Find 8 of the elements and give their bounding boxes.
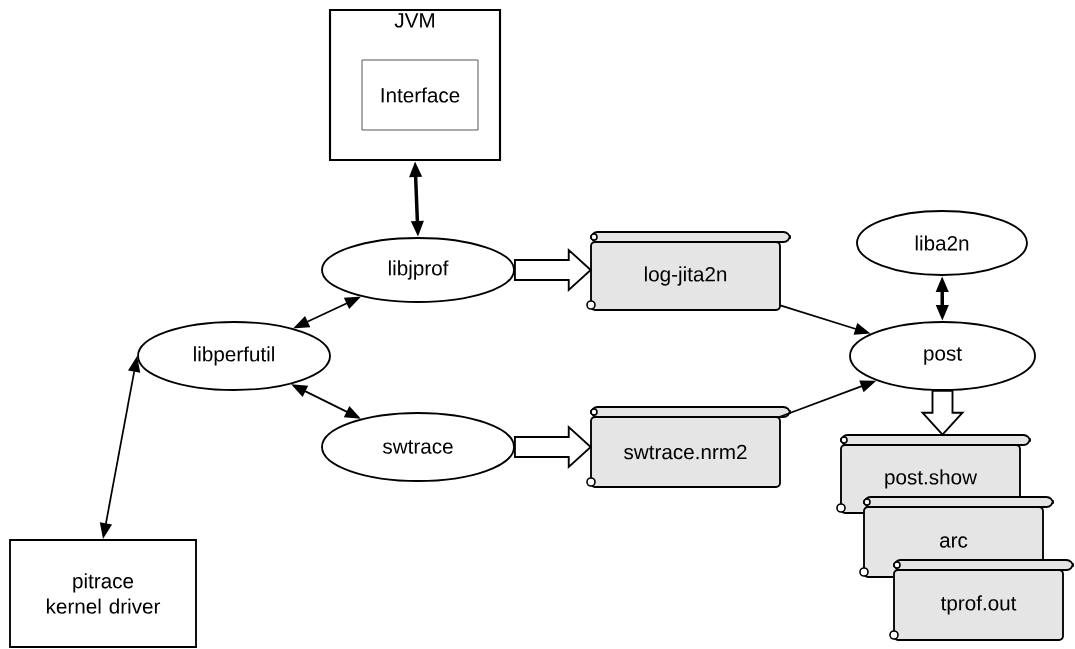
- block-arrow: [514, 424, 593, 470]
- scroll-document: log-jita2n: [586, 231, 791, 311]
- process-box: pitrace kernel driver: [9, 539, 197, 648]
- scroll-document: swtrace.nrm2: [586, 406, 791, 488]
- process-box: Interface: [361, 59, 479, 131]
- scroll-document: tprof.out: [889, 559, 1074, 641]
- block-arrow: [920, 390, 965, 437]
- block-arrow: [514, 247, 593, 293]
